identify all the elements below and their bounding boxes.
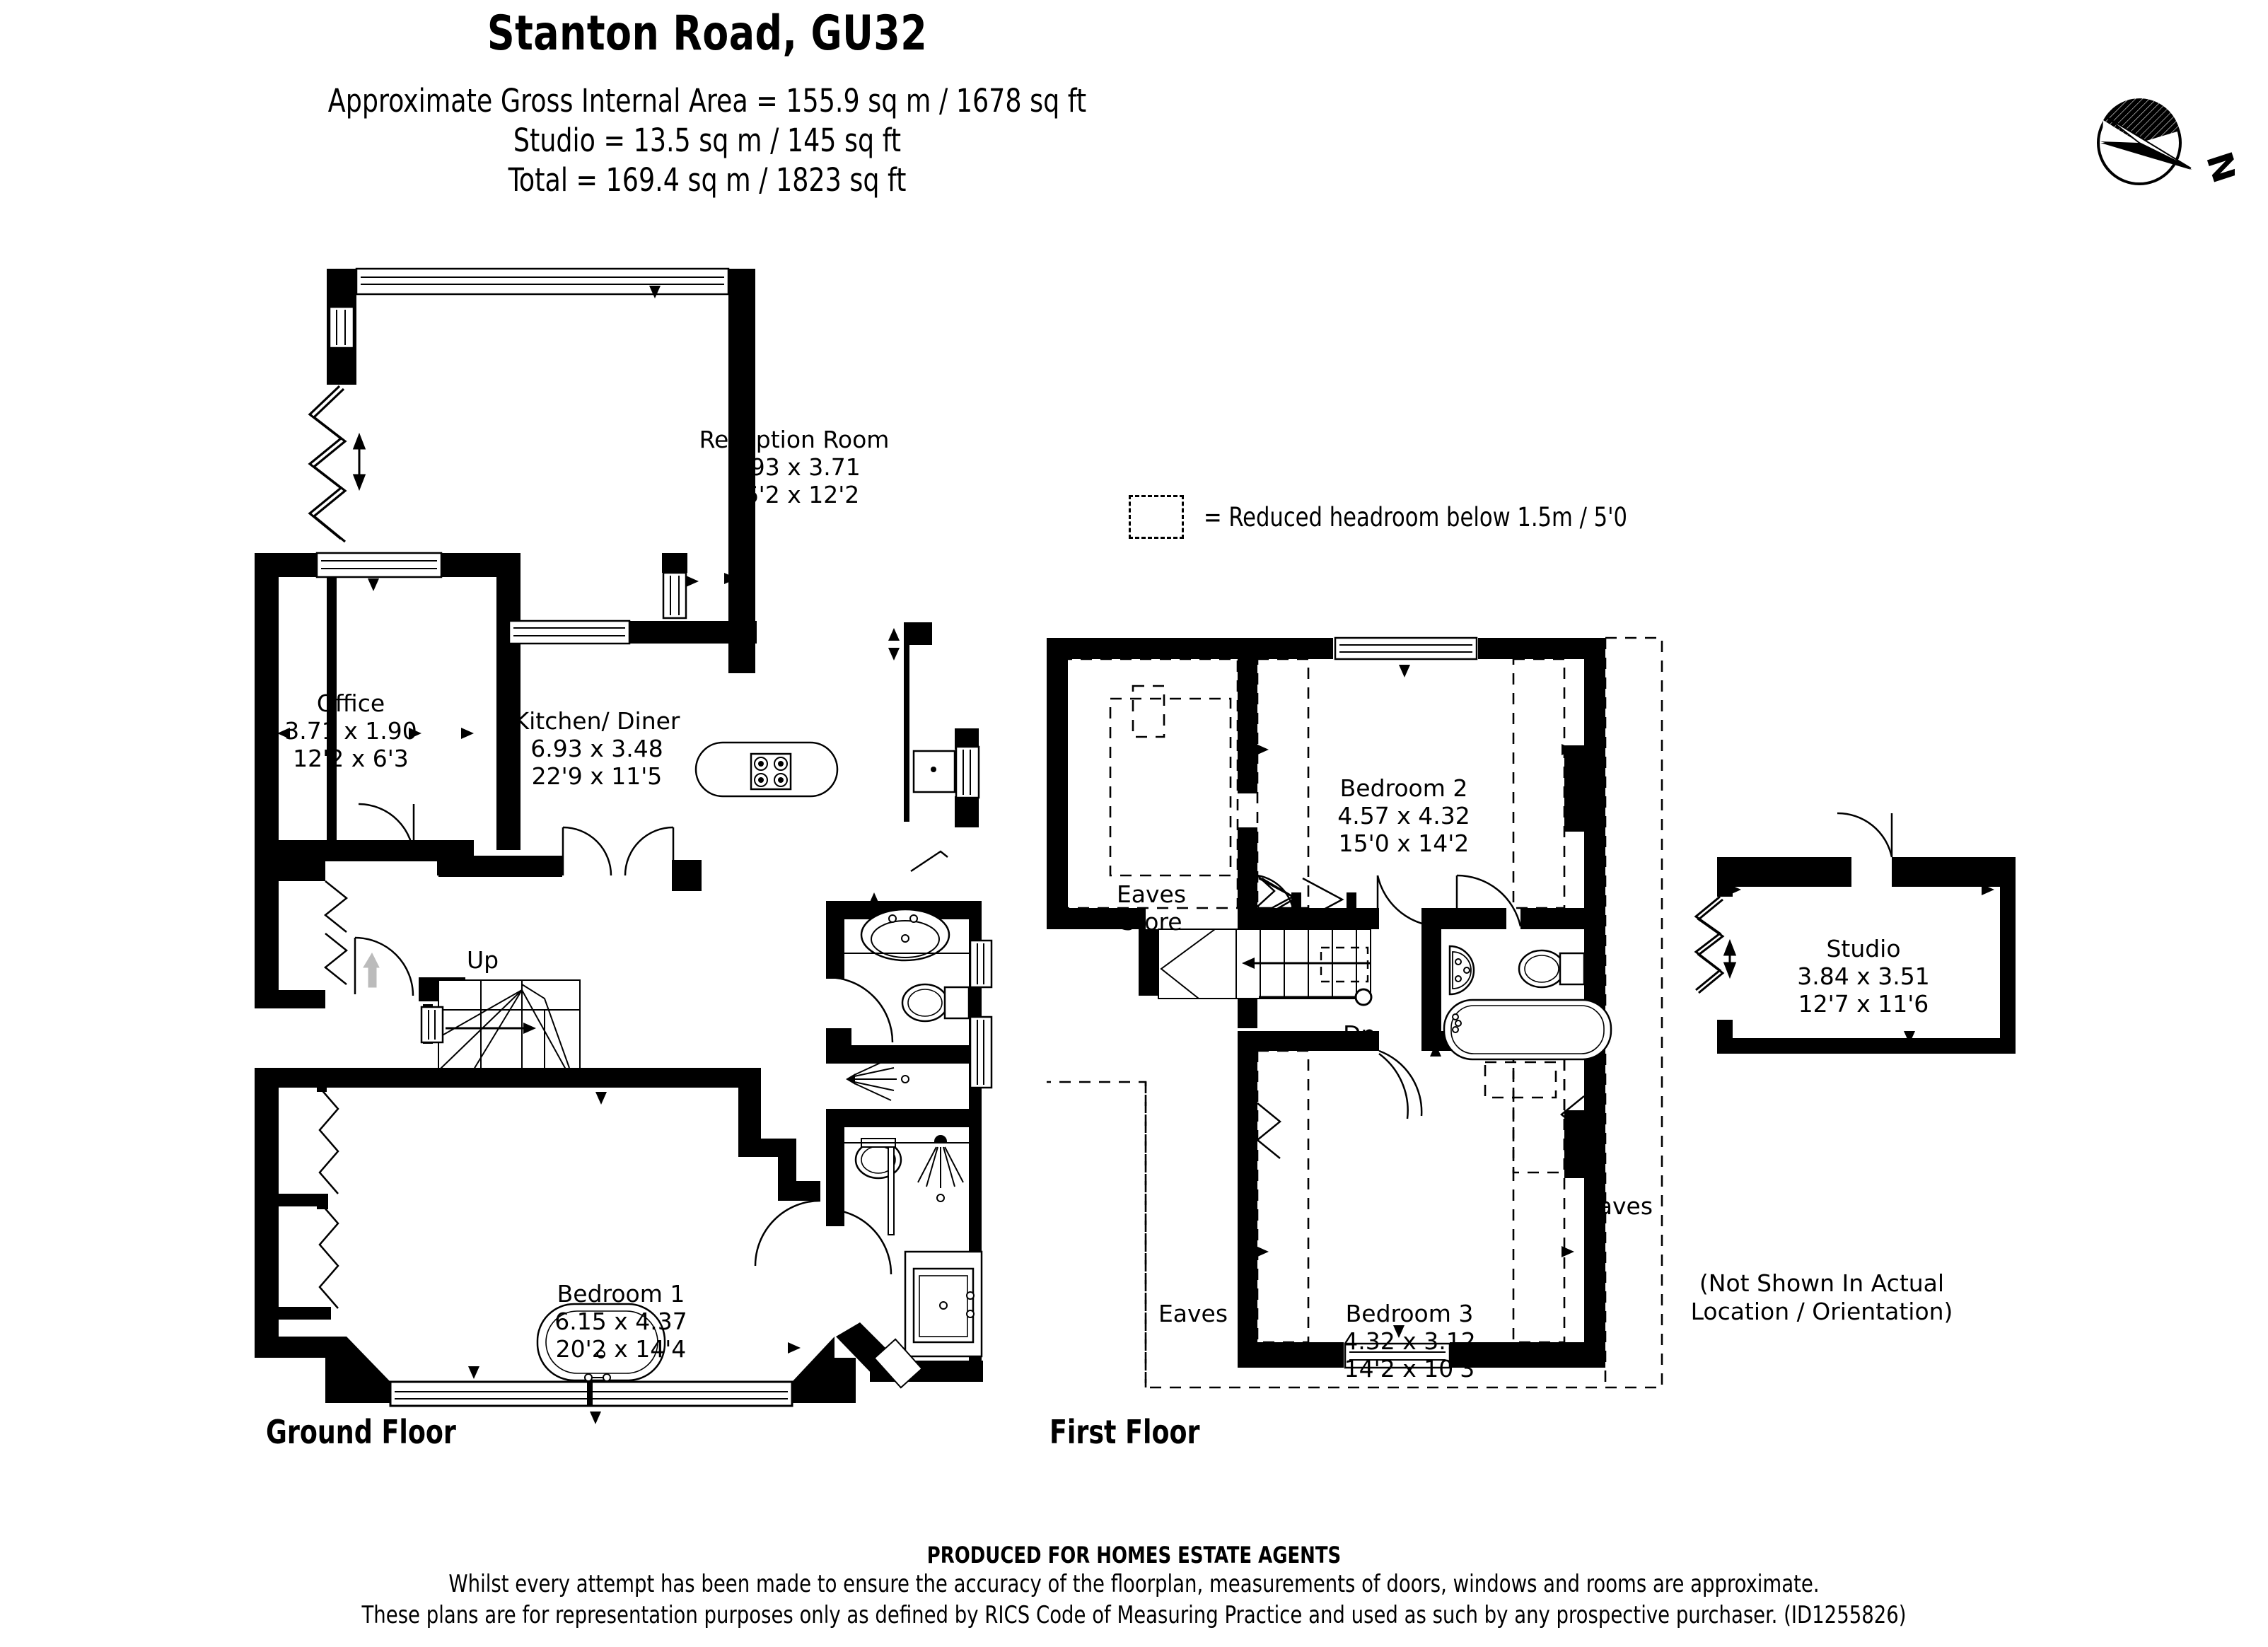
reduced-headroom-swatch: [1129, 495, 1184, 539]
bifold-door-studio: [1694, 895, 1725, 994]
studio-location-note: (Not Shown In Actual Location / Orientat…: [1690, 1269, 1953, 1325]
area-summary: Approximate Gross Internal Area = 155.9 …: [0, 81, 1414, 200]
room-label-office: Office 3.71 x 1.90 12'2 x 6'3: [284, 689, 417, 772]
label-eaves-left: Eaves: [1158, 1300, 1228, 1327]
door-swing-arrow: [352, 432, 366, 491]
compass-north-label: N: [2198, 147, 2235, 188]
area-line-gross: Approximate Gross Internal Area = 155.9 …: [327, 82, 1087, 120]
room-label-reception-room: Reception Room 4.93 x 3.71 16'2 x 12'2: [699, 426, 890, 508]
entry-arrow: [363, 952, 380, 988]
shower-head: [846, 1057, 909, 1101]
ground-floor-plan: [255, 267, 993, 1424]
kitchen-sink: [912, 750, 961, 793]
toilet-first: [1518, 949, 1586, 989]
room-label-bedroom-2: Bedroom 2 4.57 x 4.32 15'0 x 14'2: [1337, 774, 1470, 857]
label-eaves-store: Eaves Store: [1116, 880, 1187, 936]
toilet-ground: [901, 983, 970, 1023]
area-line-studio: Studio = 13.5 sq m / 145 sq ft: [513, 122, 902, 159]
caption-first-floor: First Floor: [1049, 1413, 1200, 1451]
label-eaves-right: Eaves: [1583, 1192, 1653, 1220]
studio-door-arrow: [1723, 938, 1737, 979]
room-label-bedroom-1: Bedroom 1 6.15 x 4.37 20'2 x 14'4: [554, 1280, 687, 1363]
studio-plan: [1694, 812, 2016, 1054]
area-line-total: Total = 169.4 sq m / 1823 sq ft: [508, 161, 907, 199]
legend: = Reduced headroom below 1.5m / 5'0: [1129, 495, 1664, 539]
footer-heading: PRODUCED FOR HOMES ESTATE AGENTS: [926, 1542, 1342, 1569]
staircase-up: [438, 979, 581, 1070]
room-label-kitchen-diner: Kitchen/ Diner 6.93 x 3.48 22'9 x 11'5: [513, 707, 680, 790]
header: Stanton Road, GU32 Approximate Gross Int…: [0, 0, 1414, 200]
basin-first: [1448, 945, 1475, 996]
footer: PRODUCED FOR HOMES ESTATE AGENTS Whilst …: [0, 1542, 2268, 1631]
bathtub-first: [1443, 999, 1612, 1061]
bathtub-ground: [536, 1303, 666, 1382]
room-label-bedroom-3: Bedroom 3 4.32 x 3.12 14'2 x 10'3: [1343, 1300, 1476, 1383]
bath-basin-lower: [904, 1250, 983, 1358]
staircase-down: [1158, 929, 1373, 1006]
legend-label: = Reduced headroom below 1.5m / 5'0: [1204, 501, 1627, 532]
shower-lower: [888, 1135, 964, 1235]
kitchen-island: [694, 741, 839, 798]
bifold-door-reception: [308, 385, 347, 543]
footer-disclaimer-1: Whilst every attempt has been made to en…: [448, 1570, 1820, 1598]
first-floor-plan: [1047, 636, 1663, 1389]
wash-basin: [844, 908, 969, 962]
room-label-studio: Studio 3.84 x 3.51 12'7 x 11'6: [1797, 935, 1930, 1018]
footer-disclaimer-2: These plans are for representation purpo…: [361, 1601, 1907, 1629]
compass-rose: N: [2072, 92, 2235, 198]
caption-ground-floor: Ground Floor: [266, 1413, 456, 1451]
stair-label-up: Up: [467, 946, 499, 974]
page-title: Stanton Road, GU32: [487, 6, 928, 62]
stair-label-dn: Dn: [1343, 1020, 1376, 1048]
